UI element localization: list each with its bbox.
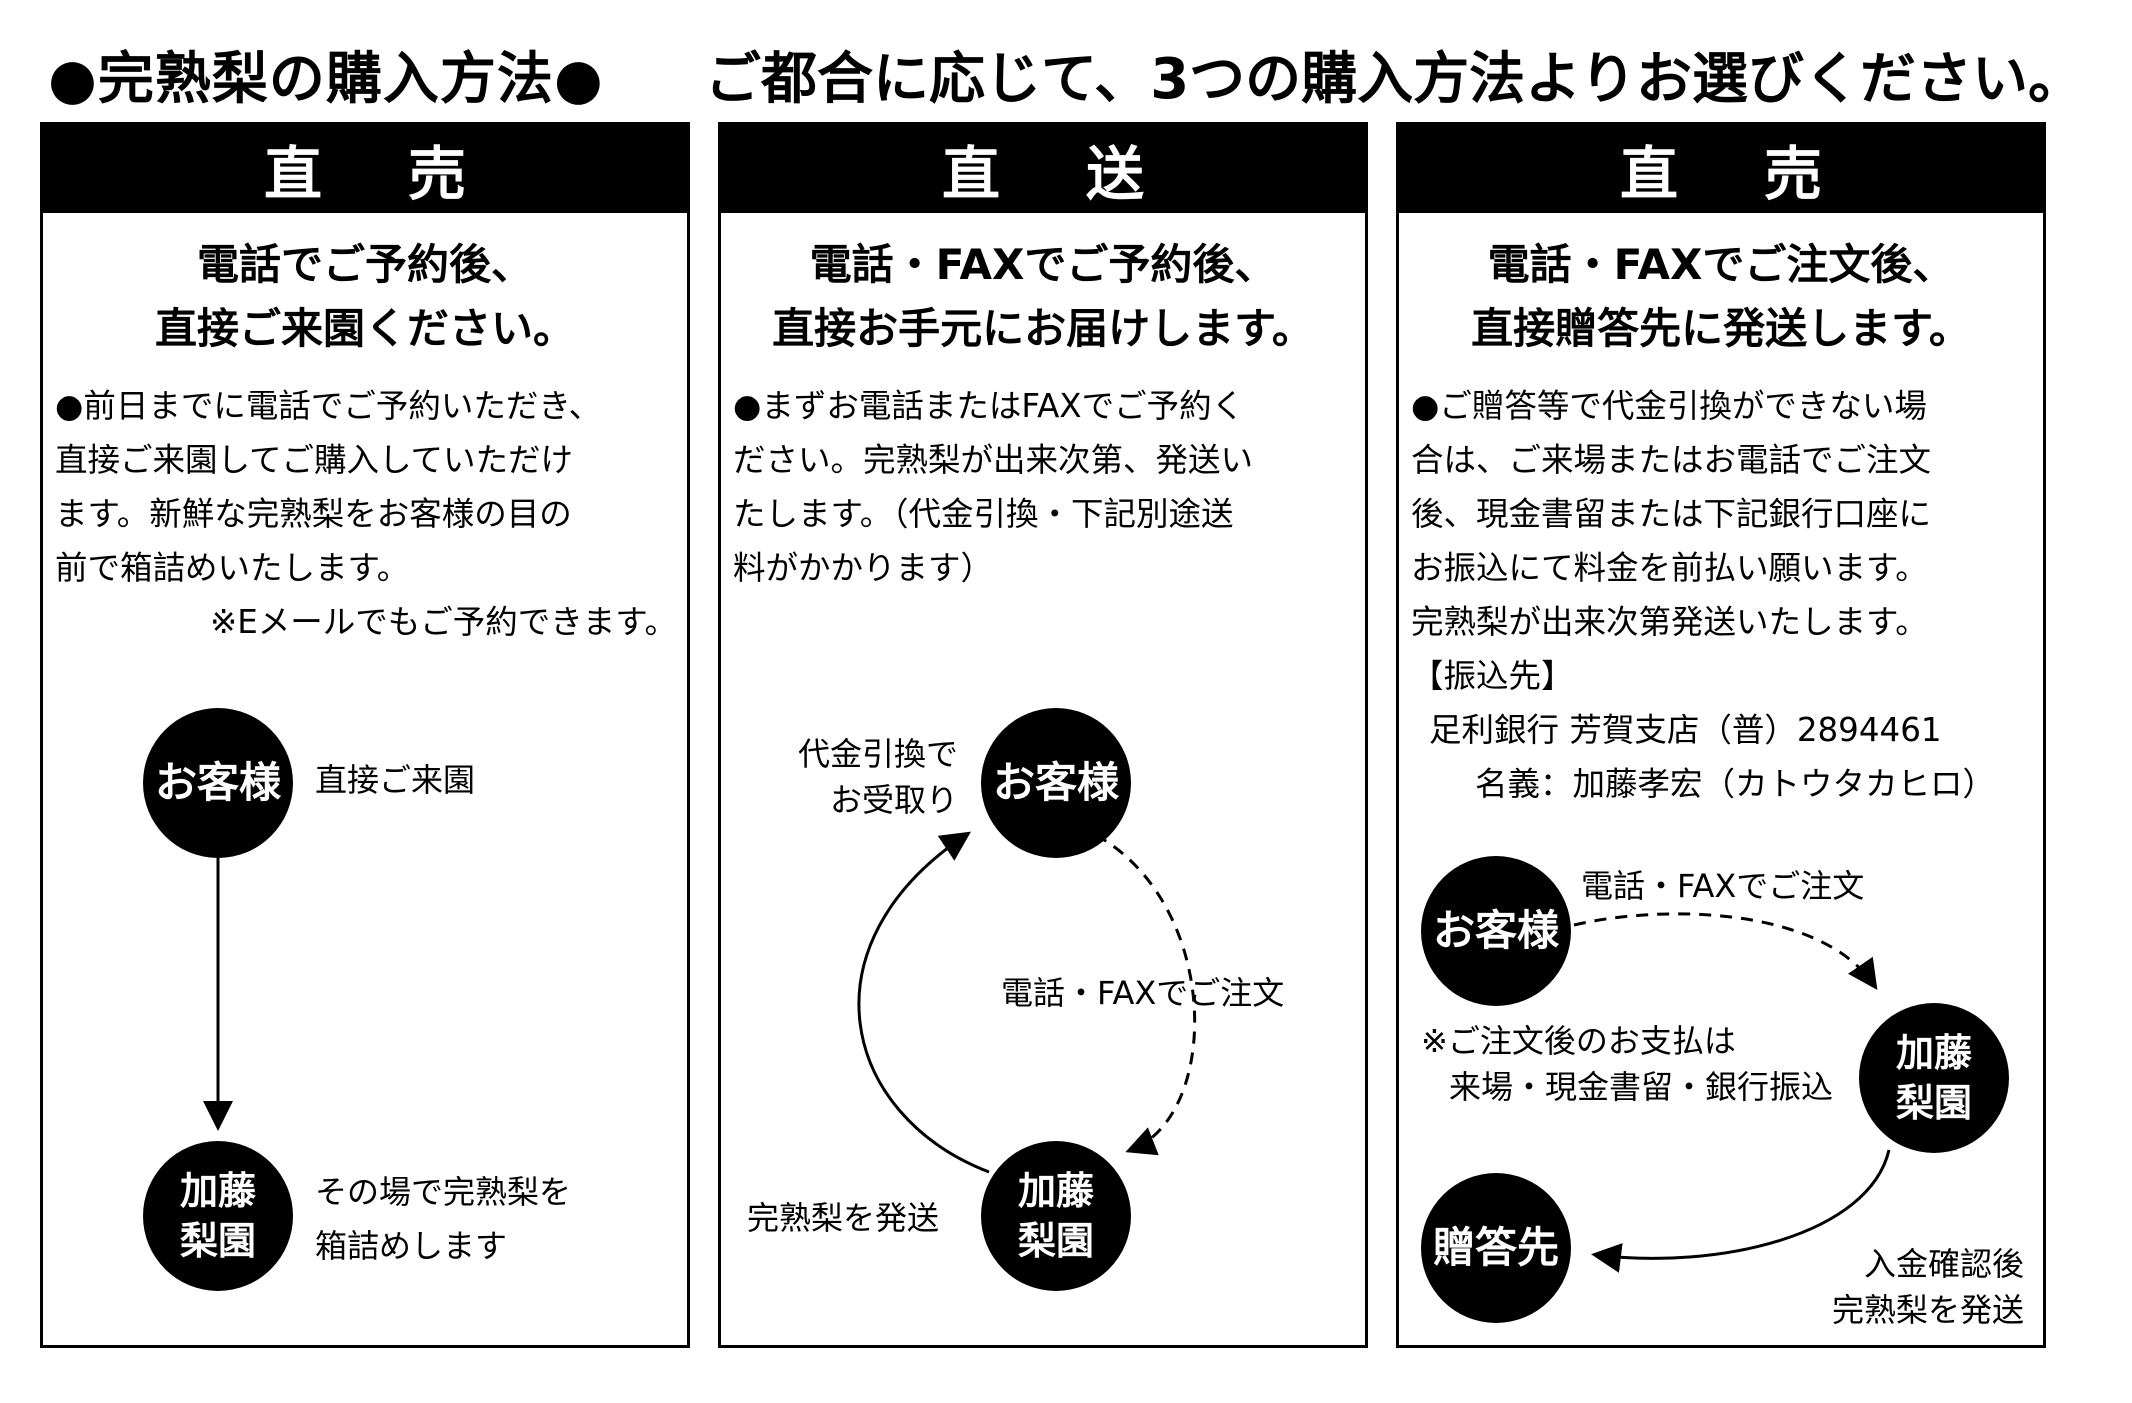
panel-body: ●まずお電話またはFAXでご予約く ださい。完熟梨が出来次第、発送い たします。…	[721, 379, 1365, 595]
farm-node: 加藤 梨園	[1859, 1003, 2009, 1153]
panel-body: ●前日までに電話でご予約いただき、 直接ご来園してご購入していただけ ます。新鮮…	[43, 379, 687, 649]
ship-label-line: 完熟梨を発送	[1831, 1291, 2024, 1329]
panel-gift-delivery: 直売 電話・FAXでご注文後、 直接贈答先に発送します。 ●ご贈答等で代金引換が…	[1396, 122, 2046, 1348]
body-line: ださい。完熟梨が出来次第、発送い	[733, 441, 1254, 479]
body-line: 直接ご来園してご購入していただけ	[55, 441, 574, 479]
order-label: 電話・FAXでご注文	[1581, 867, 1865, 905]
body-line: 合は、ご来場またはお電話でご注文	[1411, 441, 1932, 479]
ship-label: 完熟梨を発送	[747, 1199, 940, 1237]
lead-line: 直接お手元にお届けします。	[772, 304, 1314, 353]
lead-line: 電話・FAXでご注文後、	[1487, 240, 1955, 289]
flow-diagram	[857, 831, 1197, 1174]
body-line: ●まずお電話またはFAXでご予約く	[733, 387, 1245, 425]
panel-header-label: 直売	[263, 140, 552, 208]
body-line: ●前日までに電話でご予約いただき、	[55, 387, 602, 425]
lead-line: 電話でご予約後、	[196, 240, 533, 289]
recipient-label: 贈答先	[1432, 1223, 1559, 1272]
recipient-node: 贈答先	[1421, 1173, 1571, 1323]
payment-note-line: ※ご注文後のお支払は	[1421, 1022, 1736, 1060]
lead-line: 直接ご来園ください。	[154, 304, 575, 353]
visit-label: 直接ご来園	[315, 761, 476, 799]
ship-label-line: 入金確認後	[1863, 1245, 2024, 1283]
receive-label-line: 代金引換で	[797, 735, 958, 773]
payment-note-line: 来場・現金書留・銀行振込	[1449, 1068, 1834, 1106]
customer-node: お客様	[981, 708, 1131, 858]
farm-action-line: 箱詰めします	[315, 1227, 508, 1265]
order-label: 電話・FAXでご注文	[1001, 974, 1285, 1012]
bank-heading: 【振込先】	[1411, 657, 1574, 695]
ship-arrow	[1591, 1149, 1891, 1273]
body-line: ます。新鮮な完熟梨をお客様の目の	[55, 495, 572, 533]
customer-label: お客様	[992, 758, 1119, 807]
receive-label: 代金引換で お受取り	[773, 731, 958, 823]
body-line: 完熟梨が出来次第発送いたします。	[1411, 603, 1928, 641]
farm-node: 加藤 梨園	[143, 1141, 293, 1291]
flow-diagram	[203, 858, 233, 1131]
customer-node: お客様	[1421, 856, 1571, 1006]
panel-header: 直送	[721, 125, 1365, 213]
body-line: 前で箱詰めいたします。	[55, 549, 410, 587]
farm-action-line: その場で完熟梨を	[315, 1173, 572, 1211]
panel-body: ●ご贈答等で代金引換ができない場 合は、ご来場またはお電話でご注文 後、現金書留…	[1399, 379, 2043, 811]
panel-direct-sale-visit: 直売 電話でご予約後、 直接ご来園ください。 ●前日までに電話でご予約いただき、…	[40, 122, 690, 1348]
farm-label-line: 梨園	[1895, 1081, 1972, 1125]
lead-line: 電話・FAXでご予約後、	[809, 240, 1277, 289]
panel-lead: 電話・FAXでご注文後、 直接贈答先に発送します。	[1399, 233, 2043, 361]
farm-action-label: その場で完熟梨を 箱詰めします	[315, 1165, 571, 1273]
panel-lead: 電話でご予約後、 直接ご来園ください。	[43, 233, 687, 361]
farm-label-line: 加藤	[1017, 1169, 1094, 1213]
account-holder: 名義：加藤孝宏（カトウタカヒロ）	[1475, 765, 1996, 803]
farm-label-line: 加藤	[1895, 1031, 1972, 1075]
page-title: ●完熟梨の購入方法●	[48, 47, 604, 112]
flow-diagram	[1573, 912, 1891, 1273]
ship-label: 入金確認後 完熟梨を発送	[1809, 1241, 2024, 1333]
body-line: たします。（代金引換・下記別途送	[733, 495, 1234, 533]
body-line: ●ご贈答等で代金引換ができない場	[1411, 387, 1927, 425]
body-line: 後、現金書留または下記銀行口座に	[1411, 495, 1932, 533]
payment-note: ※ご注文後のお支払は 来場・現金書留・銀行振込	[1421, 1018, 1833, 1110]
order-arrow	[1573, 912, 1878, 990]
panel-header: 直売	[1399, 125, 2043, 213]
farm-node: 加藤 梨園	[981, 1141, 1131, 1291]
panel-header-label: 直送	[941, 140, 1230, 208]
panel-header-label: 直売	[1619, 140, 1908, 208]
receive-label-line: お受取り	[829, 781, 958, 819]
page-subtitle: ご都合に応じて、3つの購入方法よりお選びください。	[705, 47, 2085, 112]
customer-label: お客様	[1432, 906, 1559, 955]
customer-node: お客様	[143, 708, 293, 858]
bank-account: 足利銀行 芳賀支店（普）2894461	[1429, 711, 1942, 749]
panel-lead: 電話・FAXでご予約後、 直接お手元にお届けします。	[721, 233, 1365, 361]
farm-label-line: 梨園	[179, 1219, 256, 1263]
delivery-arrow	[857, 831, 990, 1174]
farm-label-line: 梨園	[1017, 1219, 1094, 1263]
customer-label: お客様	[154, 758, 281, 807]
body-line: 料がかかります）	[733, 549, 994, 587]
panel-header: 直売	[43, 125, 687, 213]
panel-direct-delivery: 直送 電話・FAXでご予約後、 直接お手元にお届けします。 ●まずお電話またはF…	[718, 122, 1368, 1348]
email-note: ※Eメールでもご予約できます。	[209, 603, 677, 641]
farm-label-line: 加藤	[179, 1169, 256, 1213]
lead-line: 直接贈答先に発送します。	[1471, 304, 1971, 353]
body-line: お振込にて料金を前払い願います。	[1411, 549, 1928, 587]
